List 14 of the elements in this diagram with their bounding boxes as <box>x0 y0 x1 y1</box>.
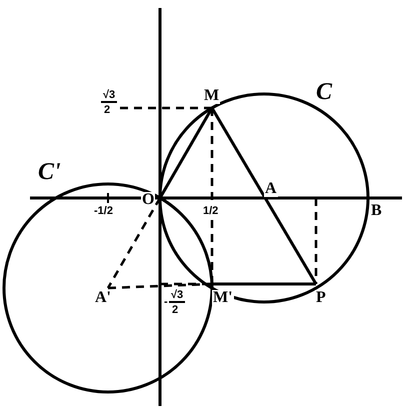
tick-label: 2 <box>172 304 178 316</box>
tick-label: -1/2 <box>94 205 113 217</box>
tick-label: √3 <box>169 289 186 303</box>
tick-label: 1/2 <box>203 205 218 217</box>
point-label: M <box>203 88 220 104</box>
line-segment <box>108 282 212 290</box>
tick-label: √3 <box>101 89 118 103</box>
point-label: A <box>264 181 278 197</box>
line-segment <box>106 197 162 289</box>
line-segment <box>210 107 318 285</box>
point-label: M' <box>212 290 234 306</box>
tick-label: 2 <box>104 104 110 116</box>
line-segment <box>158 107 214 199</box>
line-segment <box>212 282 316 286</box>
